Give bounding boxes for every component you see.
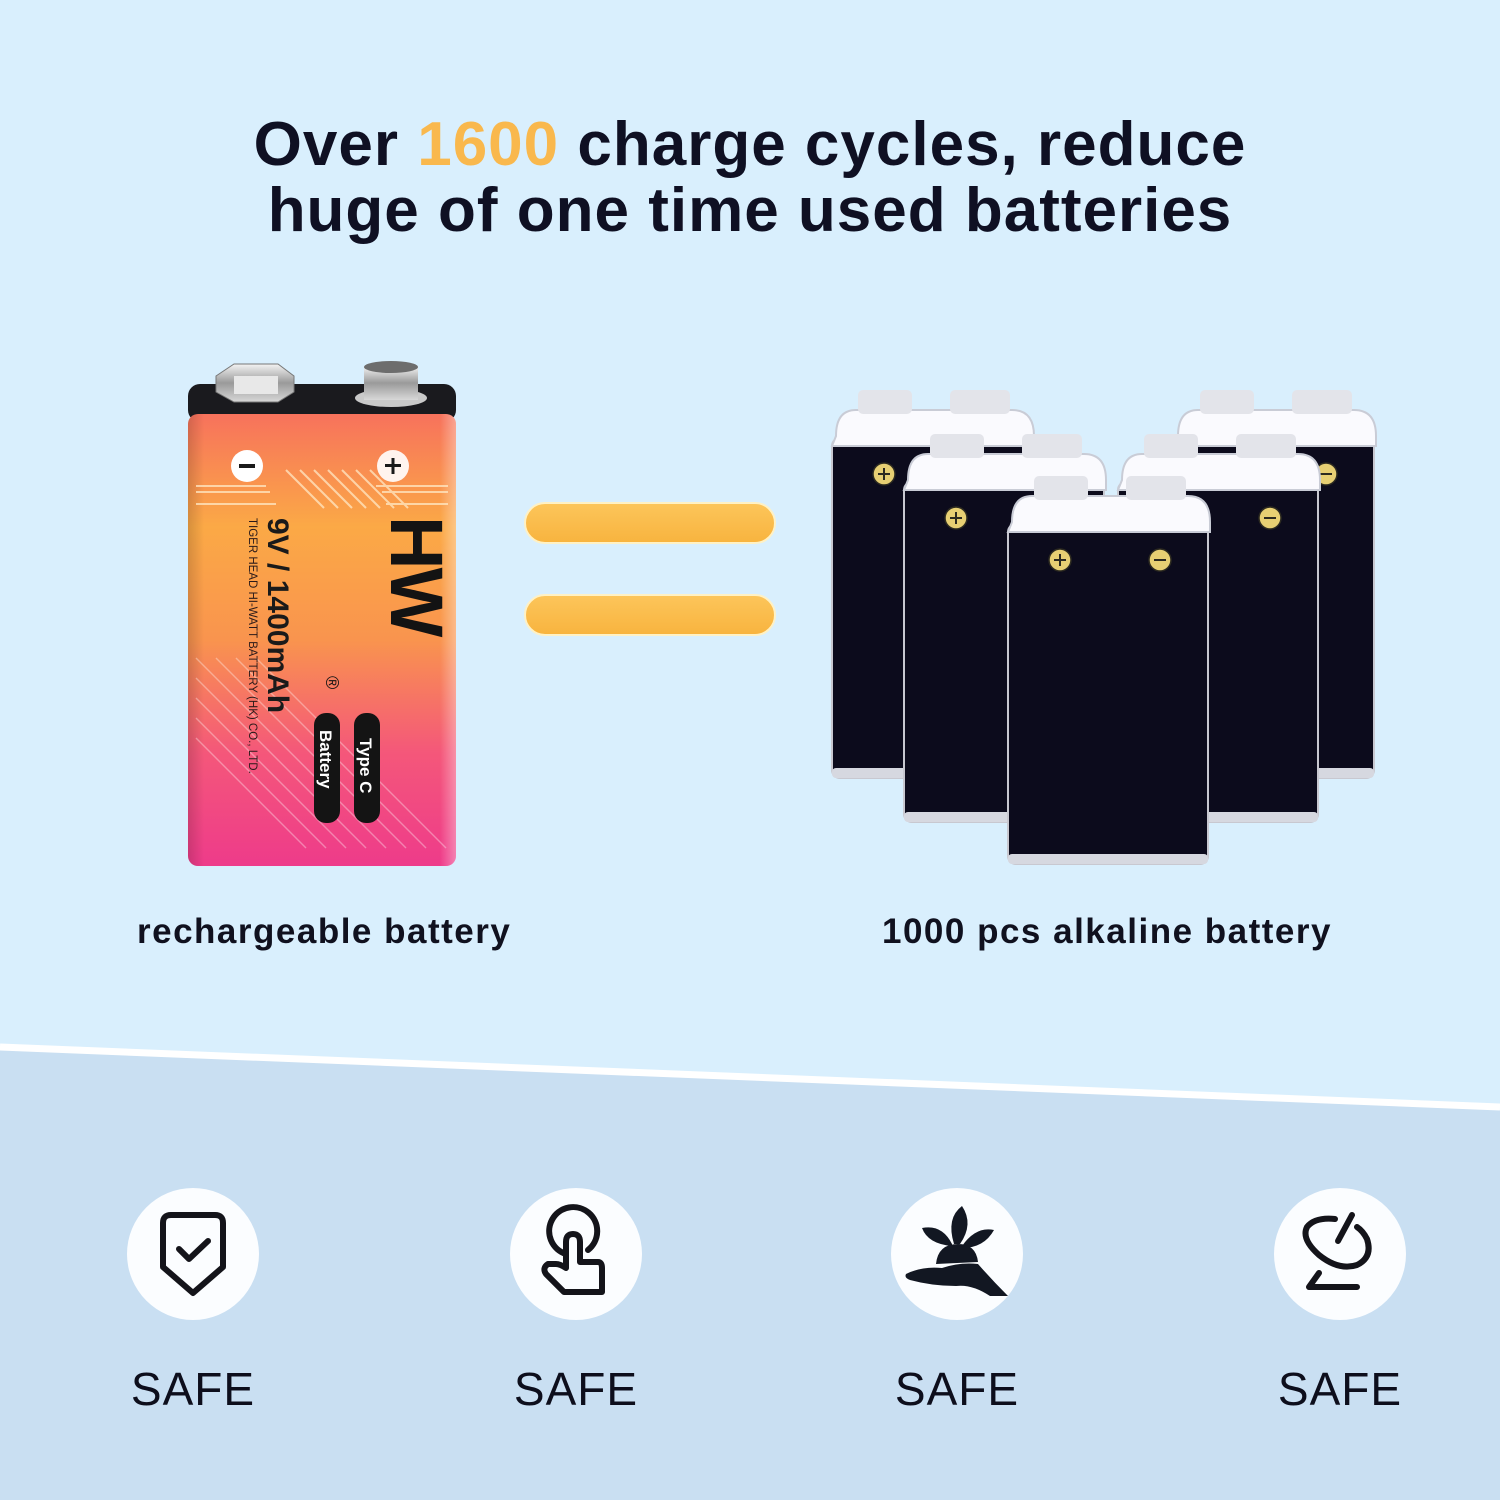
battery-spec: 9V / 1400mAh bbox=[261, 518, 294, 713]
brand-logo: HW bbox=[375, 516, 458, 637]
equals-sign bbox=[524, 502, 778, 642]
alkaline-caption: 1000 pcs alkaline battery bbox=[882, 912, 1332, 951]
feature-icon-circle bbox=[891, 1188, 1023, 1320]
feature-label: SAFE bbox=[130, 1363, 256, 1415]
headline: Over 1600 charge cycles, reduce huge of … bbox=[0, 112, 1500, 244]
feature-label: SAFE bbox=[894, 1363, 1020, 1415]
shield-check-icon bbox=[160, 1212, 226, 1296]
alkaline-battery bbox=[1007, 475, 1211, 865]
svg-text:®: ® bbox=[322, 676, 342, 689]
feature-label: SAFE bbox=[1277, 1363, 1403, 1415]
satellite-dish-icon bbox=[1302, 1212, 1372, 1290]
feature-item: SAFE bbox=[1274, 1188, 1406, 1415]
headline-line-1: Over 1600 charge cycles, reduce bbox=[253, 110, 1247, 179]
headline-line-2: huge of one time used batteries bbox=[267, 176, 1233, 245]
feature-icon-circle bbox=[127, 1188, 259, 1320]
headline-accent-number: 1600 bbox=[417, 110, 560, 179]
feature-icon-circle bbox=[510, 1188, 642, 1320]
rechargeable-caption: rechargeable battery bbox=[137, 912, 512, 951]
equals-bar-bottom bbox=[524, 594, 776, 636]
feature-item: SAFE bbox=[510, 1188, 642, 1415]
equals-bar-top bbox=[524, 502, 776, 544]
feature-item: SAFE bbox=[891, 1188, 1023, 1415]
type-c-badge: Type C bbox=[356, 738, 375, 793]
feature-icon-circle bbox=[1274, 1188, 1406, 1320]
touch-pointer-icon bbox=[541, 1204, 605, 1295]
plant-in-hand-icon bbox=[905, 1206, 1008, 1296]
feature-label: SAFE bbox=[513, 1363, 639, 1415]
manufacturer-text: TIGER HEAD HI-WATT BATTERY (HK) CO., LTD… bbox=[246, 518, 258, 774]
feature-item: SAFE bbox=[127, 1188, 259, 1415]
rechargeable-battery-image: HW ® 9V / 1400mAh TIGER HEAD HI-WATT BAT… bbox=[188, 361, 458, 866]
battery-badge: Battery bbox=[316, 730, 335, 789]
alkaline-batteries-image bbox=[831, 389, 1377, 865]
